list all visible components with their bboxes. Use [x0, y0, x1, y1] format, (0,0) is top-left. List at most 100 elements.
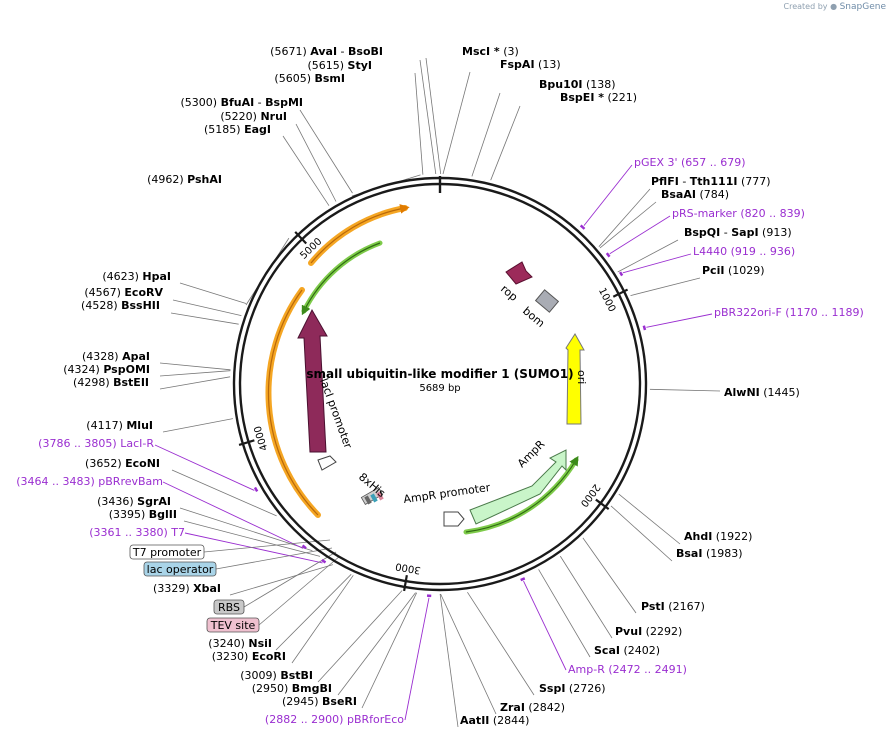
- feature-box: [206, 617, 260, 633]
- restriction-site: (4298) BstEII: [73, 376, 149, 389]
- site-leader-line: [317, 590, 403, 683]
- site-leader-line: [179, 282, 247, 304]
- plasmid-name: small ubiquitin-like modifier 1 (SUMO1): [306, 367, 573, 381]
- ampr-promoter-label: AmpR promoter: [403, 481, 492, 506]
- restriction-site: AatII (2844): [460, 714, 529, 727]
- site-leader-line: [442, 71, 471, 175]
- ampr-feature: [469, 449, 567, 525]
- primer-labels: pGEX 3' (657 .. 679)pRS-marker (820 .. 8…: [16, 156, 864, 726]
- restriction-site: (4567) EcoRV: [84, 286, 163, 299]
- restriction-site: SspI (2726): [539, 682, 606, 695]
- ori-feature: [565, 333, 585, 425]
- site-leader-line: [630, 277, 701, 296]
- site-leader-line: [295, 123, 337, 202]
- site-leader-line: [229, 564, 334, 596]
- site-leader-line: [414, 72, 424, 175]
- restriction-site: (3009) BstBI: [240, 669, 313, 682]
- site-leader-line: [172, 299, 242, 316]
- site-leader-line: [291, 575, 354, 664]
- primer-mark: [605, 252, 611, 258]
- primer-label: (2882 .. 2900) pBRforEco: [265, 713, 404, 726]
- restriction-site: (4528) BssHII: [81, 299, 160, 312]
- restriction-site: MscI * (3): [462, 45, 519, 58]
- primer-leader-line: [583, 164, 633, 226]
- primer-mark: [619, 271, 624, 277]
- primer-leader-line: [622, 253, 692, 274]
- primer-label: L4440 (919 .. 936): [693, 245, 795, 258]
- laci-promoter-feature: [317, 455, 337, 471]
- site-leader-line: [275, 574, 352, 651]
- site-leader-line: [467, 591, 535, 696]
- feature-box-label: TEV site: [210, 619, 256, 632]
- primer-leader-line: [184, 532, 323, 564]
- restriction-site: (4623) HpaI: [102, 270, 171, 283]
- site-leader-line: [183, 520, 321, 557]
- restriction-site: (3329) XbaI: [153, 582, 221, 595]
- site-leader-line: [282, 135, 330, 206]
- site-leader-line: [425, 57, 442, 175]
- restriction-site-labels: (5671) AvaI - BsoBI(5615) StyI(5605) Bsm…: [63, 45, 800, 727]
- feature-box-label: RBS: [218, 601, 240, 614]
- backbone: [232, 176, 648, 592]
- bp-tick-label: 4000: [253, 424, 271, 452]
- restriction-site: (4328) ApaI: [82, 350, 150, 363]
- laci-feature: [297, 308, 328, 453]
- site-leader-line: [159, 370, 231, 377]
- site-leader-line: [440, 593, 497, 715]
- site-leader-line: [159, 362, 231, 371]
- site-leader-lines: [154, 57, 721, 728]
- bp-tick: [238, 439, 255, 447]
- bp-tick: [612, 288, 629, 298]
- site-leader-line: [538, 569, 591, 658]
- restriction-site: PstI (2167): [641, 600, 705, 613]
- primer-leader-line: [404, 597, 430, 721]
- restriction-site: AhdI (1922): [684, 530, 752, 543]
- primer-label: pBR322ori-F (1170 .. 1189): [714, 306, 864, 319]
- feature-box-label: T7 promoter: [132, 546, 202, 559]
- feature-box-label: lac operator: [147, 563, 214, 576]
- restriction-site: (3230) EcoRI: [212, 650, 286, 663]
- site-leader-line: [490, 105, 521, 181]
- site-leader-line: [471, 92, 501, 177]
- restriction-site: (5671) AvaI - BsoBI: [270, 45, 383, 58]
- restriction-site: PciI (1029): [702, 264, 765, 277]
- site-leader-line: [419, 59, 437, 175]
- primer-mark: [321, 558, 327, 564]
- primer-label: Amp-R (2472 .. 2491): [568, 663, 687, 676]
- restriction-site: BsaI (1983): [676, 547, 743, 560]
- restriction-site: PvuI (2292): [615, 625, 682, 638]
- ampr-label: AmpR: [515, 437, 548, 470]
- restriction-site: BsaAI (784): [661, 188, 729, 201]
- restriction-site: (3395) BglII: [109, 508, 177, 521]
- primer-leader-line: [609, 215, 671, 255]
- primer-mark: [253, 486, 259, 492]
- primer-mark: [520, 577, 526, 582]
- restriction-site: (5300) BfuAI - BspMI: [180, 96, 303, 109]
- restriction-site: (4962) PshAI: [147, 173, 222, 186]
- restriction-site: (5615) StyI: [307, 59, 372, 72]
- restriction-site: (5185) EagI: [204, 123, 271, 136]
- bom-feature: [534, 289, 560, 313]
- restriction-site: (5605) BsmI: [274, 72, 345, 85]
- bp-tick: [403, 574, 408, 592]
- bp-tick: [595, 498, 610, 510]
- feature-box: [213, 599, 245, 615]
- plasmid-length: 5689 bp: [419, 383, 460, 394]
- primer-label: (3361 .. 3380) T7: [89, 526, 185, 539]
- laci-label: lacI: [288, 371, 301, 390]
- site-leader-line: [618, 493, 681, 545]
- restriction-site: (5220) NruI: [220, 110, 287, 123]
- restriction-site: FspAI (13): [500, 58, 561, 71]
- site-leader-line: [159, 376, 231, 390]
- primer-mark: [579, 224, 586, 230]
- restriction-site: BspQI - SapI (913): [684, 226, 792, 239]
- site-leader-line: [559, 555, 613, 639]
- primer-label: (3464 .. 3483) pBRrevBam: [16, 475, 163, 488]
- rop-feature: [505, 261, 533, 285]
- credit-brand: SnapGene: [839, 2, 886, 12]
- site-leader-line: [299, 109, 353, 194]
- feature-leader-line: [243, 551, 337, 608]
- ori-label: ori: [575, 370, 588, 384]
- restriction-site: (3652) EcoNI: [85, 457, 160, 470]
- his-tag-cluster: [360, 486, 384, 506]
